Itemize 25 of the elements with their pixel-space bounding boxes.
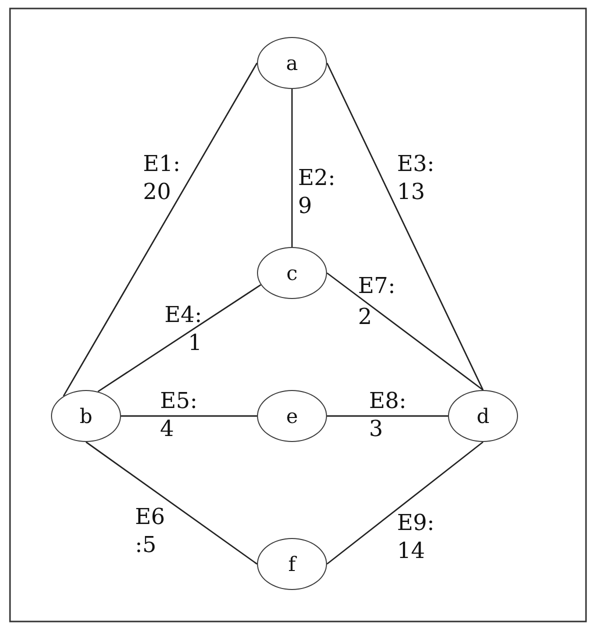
node-label: f [288,554,296,574]
node-label: e [286,406,298,426]
edge-label: E6 :5 [135,504,166,560]
edge-label: E2: 9 [298,165,336,221]
edge-line [291,89,293,247]
edge-label: E3: 13 [397,151,434,207]
node-label: a [286,53,298,73]
edge-line [327,415,448,417]
edge-label: E8: 3 [369,388,406,444]
graph-node [257,247,327,299]
node-label: c [286,263,298,283]
edge-line [326,272,484,391]
edge-line [62,62,258,396]
edge-label: E4: 1 [164,302,202,358]
node-label: d [476,406,490,426]
edge-label: E5: 4 [160,388,198,444]
edge-line [326,62,484,390]
edge-line [121,415,257,417]
node-label: b [80,406,92,426]
edge-label: E9: 14 [397,510,434,566]
edge-line [326,441,484,565]
edge-line [98,284,262,392]
edge-label: E7: 2 [358,273,396,332]
edge-label: E1: 20 [143,151,180,207]
edge-line [86,441,258,565]
